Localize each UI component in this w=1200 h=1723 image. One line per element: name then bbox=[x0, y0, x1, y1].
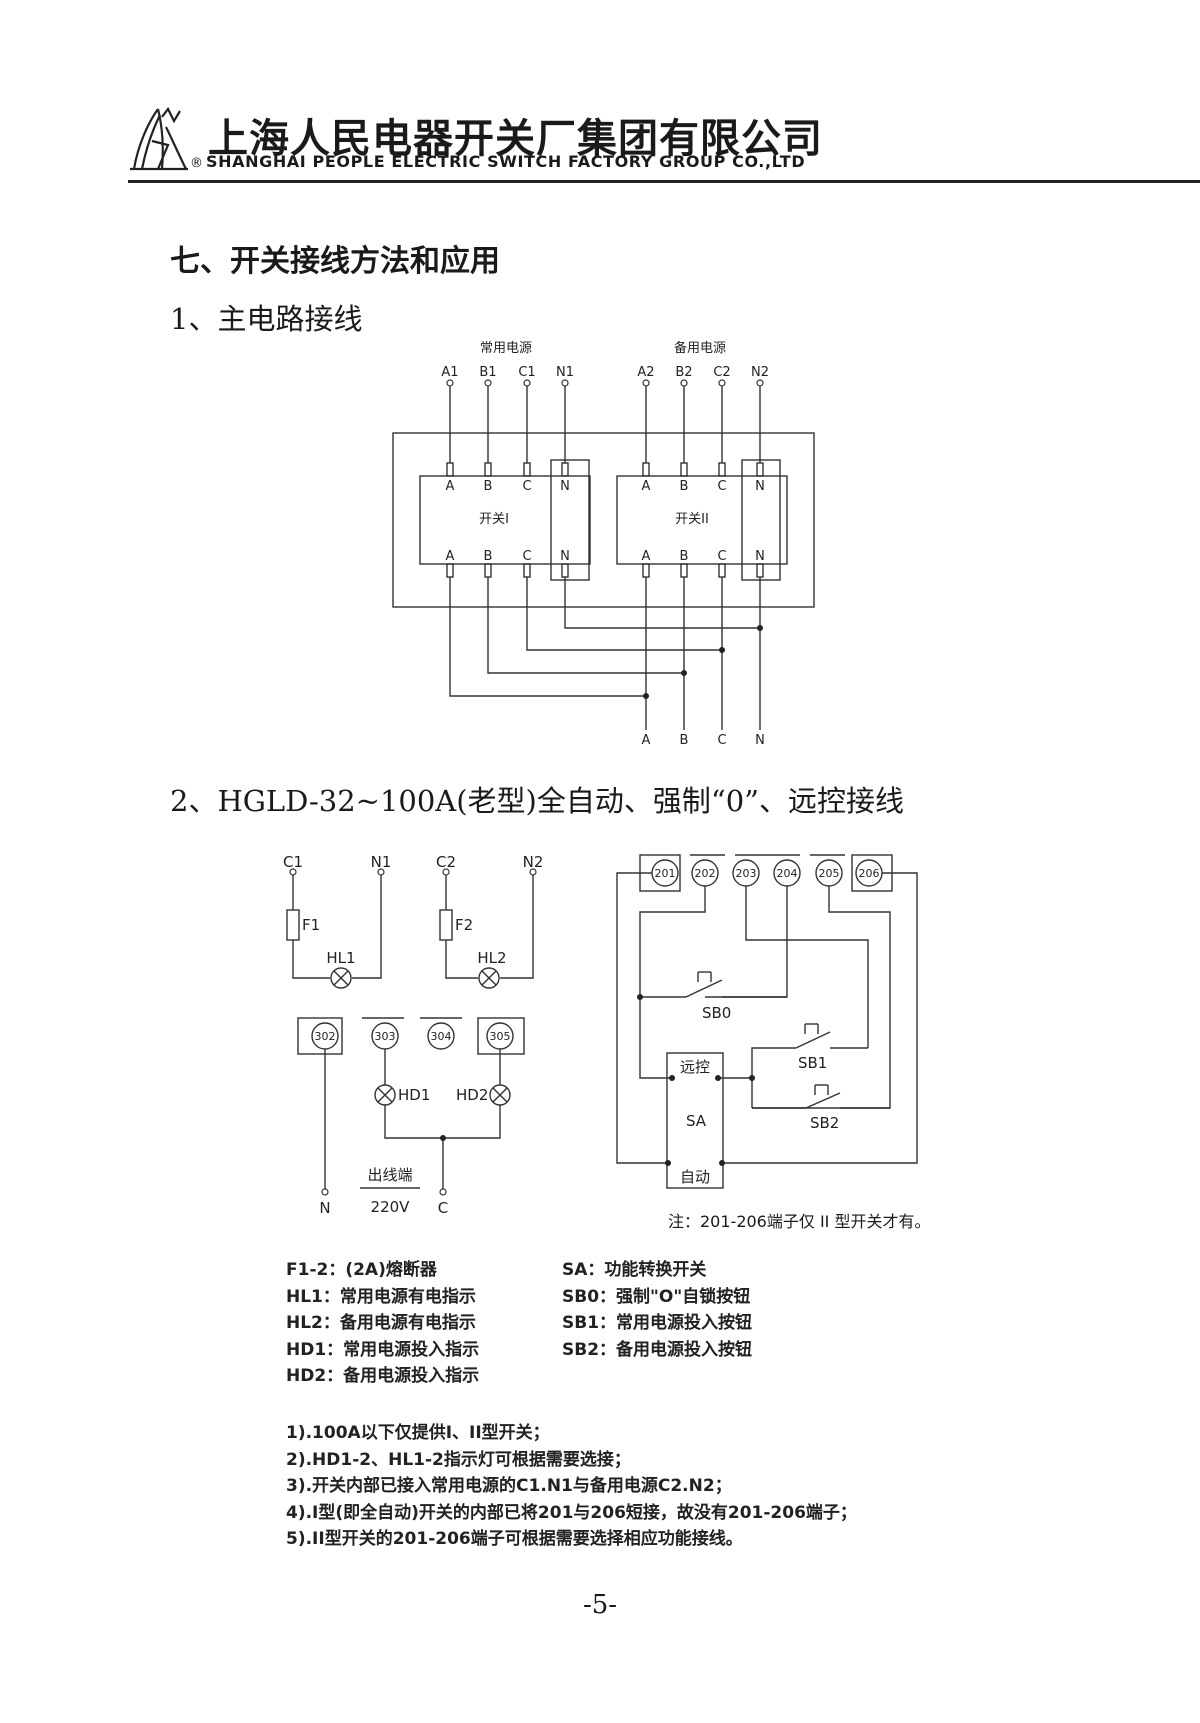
source1-label: 常用电源 bbox=[480, 341, 532, 356]
output-terminal: N bbox=[755, 733, 765, 748]
note-item: 3).开关内部已接入常用电源的C1.N1与备用电源C2.N2； bbox=[286, 1476, 732, 1496]
sa-auto-label: 自动 bbox=[680, 1168, 710, 1186]
output-c-label: C bbox=[438, 1199, 448, 1217]
lamp-input-label: N2 bbox=[523, 853, 544, 871]
input-terminal: C1 bbox=[518, 365, 535, 380]
legend-item: SB1：常用电源投入按钮 bbox=[562, 1313, 753, 1333]
pole-label: N bbox=[755, 479, 765, 494]
main-circuit-diagram: 常用电源 备用电源 A1 B1 C1 N1 A2 B2 C2 N2 A B C … bbox=[392, 340, 815, 748]
pole-label: A bbox=[446, 549, 455, 564]
output-terminal: B bbox=[680, 733, 689, 748]
terminal-label: 205 bbox=[819, 867, 840, 880]
terminal-label: 202 bbox=[695, 867, 716, 880]
pole-label: N bbox=[755, 549, 765, 564]
pole-label: C bbox=[717, 479, 726, 494]
input-terminal: B2 bbox=[675, 365, 692, 380]
legend-item: SB2：备用电源投入按钮 bbox=[562, 1339, 753, 1360]
pole-label: B bbox=[484, 479, 493, 494]
lamp-input-label: C1 bbox=[283, 853, 303, 871]
legend-item: HD2：备用电源投入指示 bbox=[286, 1366, 480, 1386]
voltage-label: 220V bbox=[371, 1198, 411, 1216]
terminal-label: 206 bbox=[859, 867, 880, 880]
switch2-label: 开关II bbox=[675, 512, 709, 527]
legend-item: SA：功能转换开关 bbox=[562, 1260, 707, 1280]
note-item: 4).I型(即全自动)开关的内部已将201与206短接，故没有201-206端子… bbox=[286, 1502, 857, 1523]
lamp-label: HL1 bbox=[326, 949, 355, 967]
terminal-label: 201 bbox=[655, 867, 676, 880]
terminal-label: 303 bbox=[375, 1030, 396, 1043]
note-item: 2).HD1-2、HL1-2指示灯可根据需要选接； bbox=[286, 1449, 631, 1470]
note-item: 1).100A以下仅提供I、II型开关； bbox=[286, 1423, 550, 1443]
terminal-label: 204 bbox=[777, 867, 798, 880]
terminal-label: 302 bbox=[315, 1030, 336, 1043]
notes-list: 1).100A以下仅提供I、II型开关； 2).HD1-2、HL1-2指示灯可根… bbox=[286, 1420, 857, 1553]
output-label: 出线端 bbox=[367, 1166, 412, 1184]
company-name-cn: 上海人民电器开关厂集团有限公司 bbox=[208, 116, 823, 162]
control-wiring-diagram: 201 202 203 204 205 206 SB0 SB1 SB2 远控 S… bbox=[616, 854, 918, 1189]
lamp-input-label: C2 bbox=[436, 853, 456, 871]
output-terminal: C bbox=[717, 733, 726, 748]
sa-label: SA bbox=[686, 1112, 707, 1130]
pole-label: A bbox=[642, 549, 651, 564]
fuse-label: F2 bbox=[455, 916, 473, 934]
pole-label: C bbox=[717, 549, 726, 564]
sb1-label: SB1 bbox=[798, 1054, 827, 1072]
pole-label: C bbox=[522, 479, 531, 494]
registered-mark: ® bbox=[190, 156, 203, 171]
hd-label: HD2 bbox=[456, 1086, 488, 1104]
input-terminal: B1 bbox=[479, 365, 496, 380]
page-number: -5- bbox=[582, 1590, 618, 1620]
diagram-note: 注：201-206端子仅 II 型开关才有。 bbox=[668, 1212, 931, 1231]
switch1-label: 开关I bbox=[479, 512, 509, 527]
input-terminal: N2 bbox=[751, 365, 769, 380]
legend-item: HD1：常用电源投入指示 bbox=[286, 1339, 480, 1360]
pole-label: C bbox=[522, 549, 531, 564]
fuse-label: F1 bbox=[302, 916, 320, 934]
legend-item: F1-2：(2A)熔断器 bbox=[286, 1260, 437, 1280]
terminal-label: 305 bbox=[490, 1030, 511, 1043]
sa-remote-label: 远控 bbox=[680, 1058, 710, 1076]
input-terminal: A2 bbox=[637, 365, 654, 380]
input-terminal: C2 bbox=[713, 365, 730, 380]
company-logo bbox=[130, 106, 188, 171]
terminal-label: 203 bbox=[736, 867, 757, 880]
note-item: 5).II型开关的201-206端子可根据需要选择相应功能接线。 bbox=[286, 1529, 743, 1549]
company-name-en: SHANGHAI PEOPLE ELECTRIC SWITCH FACTORY … bbox=[206, 152, 806, 171]
sb2-label: SB2 bbox=[810, 1114, 839, 1132]
pole-label: A bbox=[642, 479, 651, 494]
pole-label: B bbox=[680, 479, 689, 494]
output-n-label: N bbox=[319, 1199, 330, 1217]
legend-right: SA：功能转换开关 SB0：强制"O"自锁按钮 SB1：常用电源投入按钮 SB2… bbox=[562, 1257, 752, 1363]
pole-label: N bbox=[560, 479, 570, 494]
terminal-label: 304 bbox=[431, 1030, 452, 1043]
subsection-1-title: 1、主电路接线 bbox=[170, 302, 363, 336]
legend-left: F1-2：(2A)熔断器 HL1：常用电源有电指示 HL2：备用电源有电指示 H… bbox=[286, 1257, 479, 1390]
lamp-input-label: N1 bbox=[371, 853, 392, 871]
pole-label: B bbox=[484, 549, 493, 564]
input-terminal: N1 bbox=[556, 365, 574, 380]
pole-label: B bbox=[680, 549, 689, 564]
pole-label: N bbox=[560, 549, 570, 564]
input-terminal: A1 bbox=[441, 365, 458, 380]
legend-item: HL1：常用电源有电指示 bbox=[286, 1286, 476, 1307]
header-divider bbox=[128, 180, 1200, 183]
source2-label: 备用电源 bbox=[674, 340, 726, 356]
section-title: 七、开关接线方法和应用 bbox=[170, 244, 500, 279]
sb0-label: SB0 bbox=[702, 1004, 731, 1022]
pole-label: A bbox=[446, 479, 455, 494]
legend-item: HL2：备用电源有电指示 bbox=[286, 1313, 476, 1333]
output-terminal: A bbox=[642, 733, 651, 748]
subsection-2-title: 2、HGLD-32~100A(老型)全自动、强制“0”、远控接线 bbox=[170, 784, 904, 818]
hd-label: HD1 bbox=[398, 1086, 430, 1104]
lamp-label: HL2 bbox=[477, 949, 506, 967]
legend-item: SB0：强制"O"自锁按钮 bbox=[562, 1286, 751, 1307]
indicator-wiring-diagram: C1 N1 C2 N2 F1 F2 HL1 HL2 HD1 HD2 出线端 22… bbox=[283, 853, 544, 1217]
